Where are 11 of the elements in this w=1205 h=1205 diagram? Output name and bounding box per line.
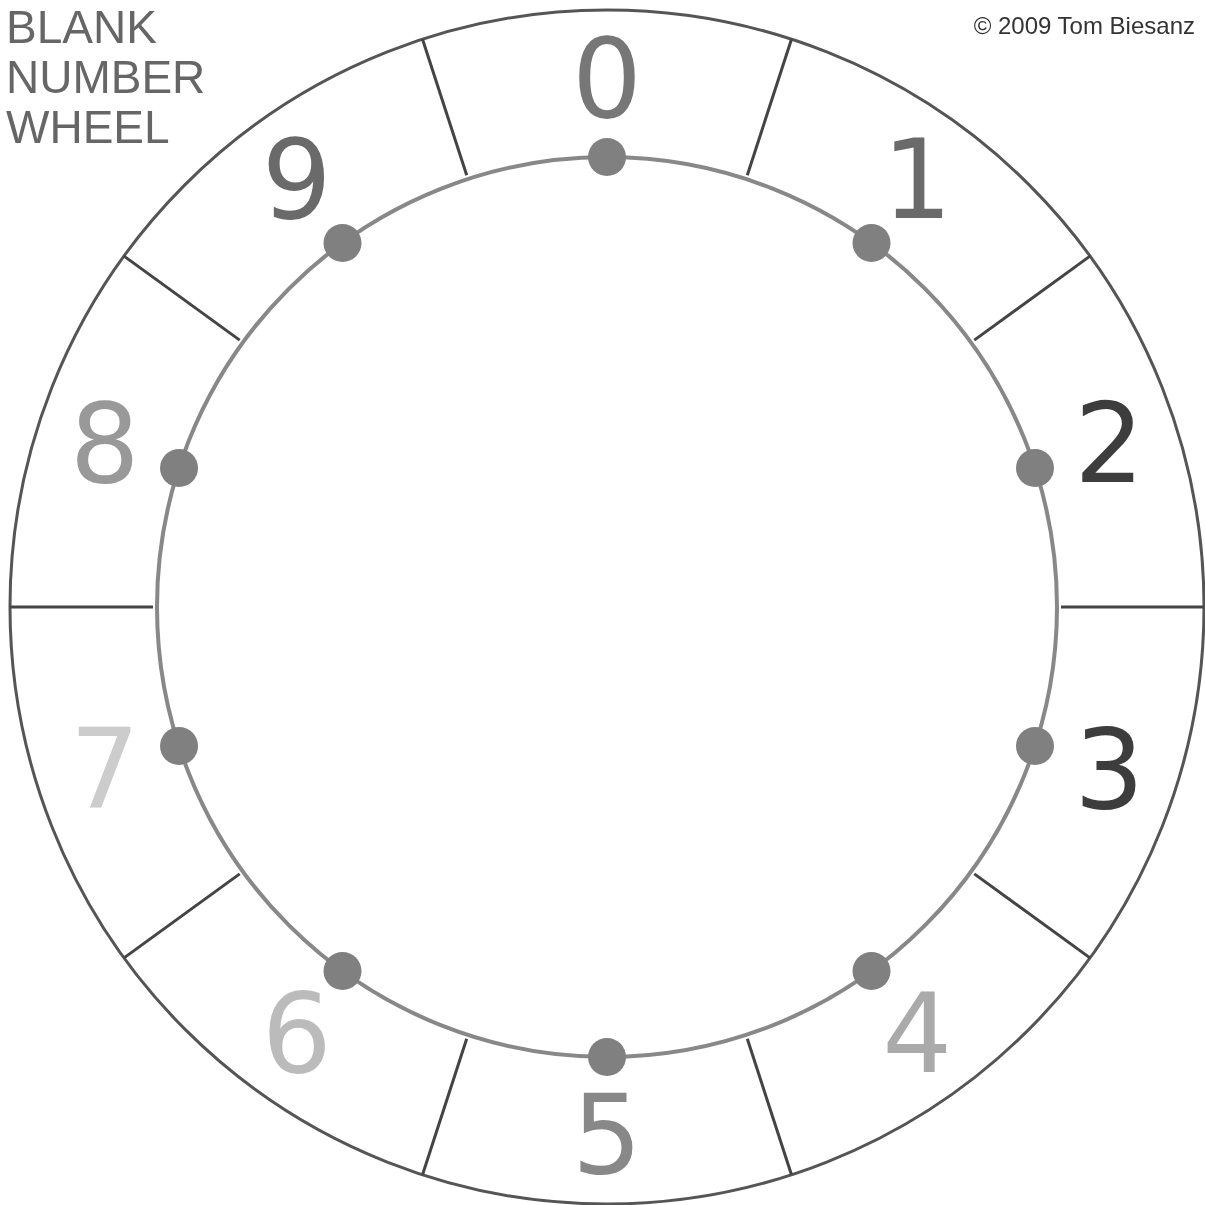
wheel-number: 9 xyxy=(260,119,333,240)
wheel-number: 4 xyxy=(881,974,954,1095)
wheel-number: 3 xyxy=(1073,710,1146,831)
wheel-number: 2 xyxy=(1073,383,1146,504)
copyright-note: © 2009 Tom Biesanz xyxy=(973,12,1195,40)
wheel-number: 5 xyxy=(571,1075,643,1195)
wheel-number: 8 xyxy=(68,383,141,504)
wheel-number: 0 xyxy=(571,19,643,139)
title: BLANK NUMBER WHEEL xyxy=(6,2,206,152)
wheel-number: 6 xyxy=(260,974,333,1095)
wheel-number: 1 xyxy=(881,119,954,240)
